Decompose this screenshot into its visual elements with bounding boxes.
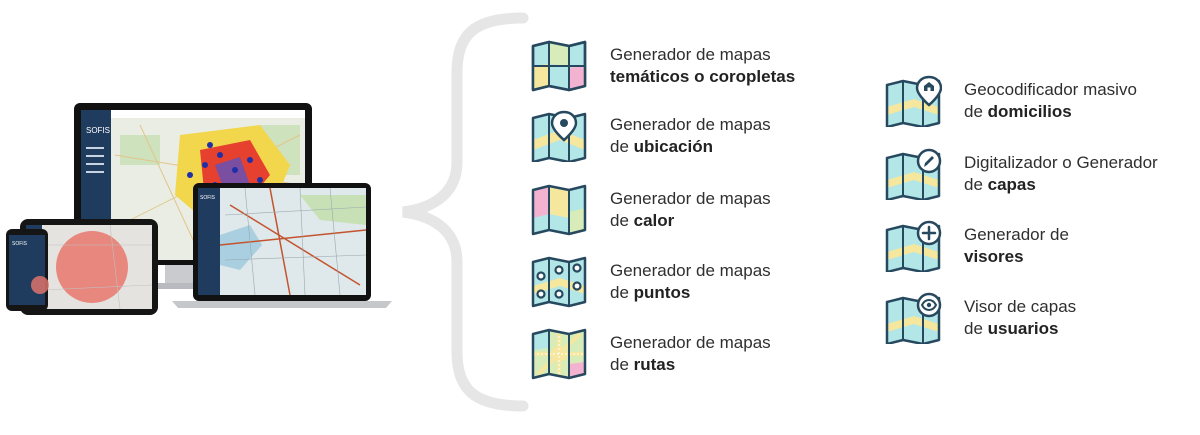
feature-line2: de puntos — [610, 283, 691, 302]
layer-digitizer-map-icon — [885, 148, 942, 200]
feature-line2: de rutas — [610, 355, 676, 374]
feature-line2: de domicilios — [964, 102, 1072, 121]
feature-label: Generador de mapas de ubicación — [610, 114, 771, 158]
devices-mockup: SOFIS SOFIS — [6, 103, 392, 315]
feature-routes: Generador de mapas de rutas — [530, 328, 771, 380]
feature-label: Generador de mapas de puntos — [610, 260, 771, 304]
choropleth-map-icon — [531, 40, 587, 92]
feature-location: Generador de mapas de ubicación — [530, 110, 771, 162]
feature-line1: Generador de mapas — [610, 333, 771, 352]
feature-line1: Generador de — [964, 225, 1069, 244]
user-layers-map-icon — [885, 292, 942, 344]
feature-label: Digitalizador o Generador de capas — [964, 152, 1158, 196]
feature-label: Generador de mapas temáticos o coropleta… — [610, 44, 795, 88]
laptop: SOFIS — [172, 183, 392, 308]
feature-viewers: Generador de visores — [884, 220, 1069, 272]
feature-line1: Digitalizador o Generador — [964, 153, 1158, 172]
feature-label: Generador de visores — [964, 224, 1069, 268]
feature-label: Generador de mapas de rutas — [610, 332, 771, 376]
heat-map-icon — [531, 184, 587, 236]
geocoder-map-icon — [885, 75, 942, 127]
feature-line1: Generador de mapas — [610, 261, 771, 280]
feature-user-layers: Visor de capas de usuarios — [884, 292, 1076, 344]
feature-line1: Generador de mapas — [610, 115, 771, 134]
feature-label: Geocodificador masivo de domicilios — [964, 79, 1137, 123]
feature-geocoder: Geocodificador masivo de domicilios — [884, 75, 1137, 127]
feature-line2: de capas — [964, 175, 1036, 194]
feature-line2: de calor — [610, 211, 675, 230]
feature-line2: visores — [964, 247, 1024, 266]
curly-brace — [402, 12, 529, 412]
feature-label: Visor de capas de usuarios — [964, 296, 1076, 340]
feature-line2: temáticos o coropletas — [610, 67, 796, 86]
feature-line1: Geocodificador masivo — [964, 80, 1137, 99]
points-map-icon — [531, 256, 587, 308]
feature-label: Generador de mapas de calor — [610, 188, 771, 232]
phone-logo: SOFIS — [12, 241, 28, 247]
phone: SOFIS — [6, 229, 49, 311]
location-map-icon — [531, 110, 587, 162]
feature-choropleth: Generador de mapas temáticos o coropleta… — [530, 40, 795, 92]
feature-line2: de ubicación — [610, 137, 713, 156]
laptop-logo: SOFIS — [200, 195, 216, 201]
feature-points: Generador de mapas de puntos — [530, 256, 771, 308]
viewer-generator-map-icon — [885, 220, 942, 272]
routes-map-icon — [531, 328, 587, 380]
monitor-logo: SOFIS — [86, 126, 110, 135]
feature-line1: Generador de mapas — [610, 189, 771, 208]
feature-line1: Visor de capas — [964, 297, 1077, 316]
feature-heat: Generador de mapas de calor — [530, 184, 771, 236]
feature-line2: de usuarios — [964, 319, 1059, 338]
feature-line1: Generador de mapas — [610, 45, 771, 64]
feature-digitizer: Digitalizador o Generador de capas — [884, 148, 1158, 200]
